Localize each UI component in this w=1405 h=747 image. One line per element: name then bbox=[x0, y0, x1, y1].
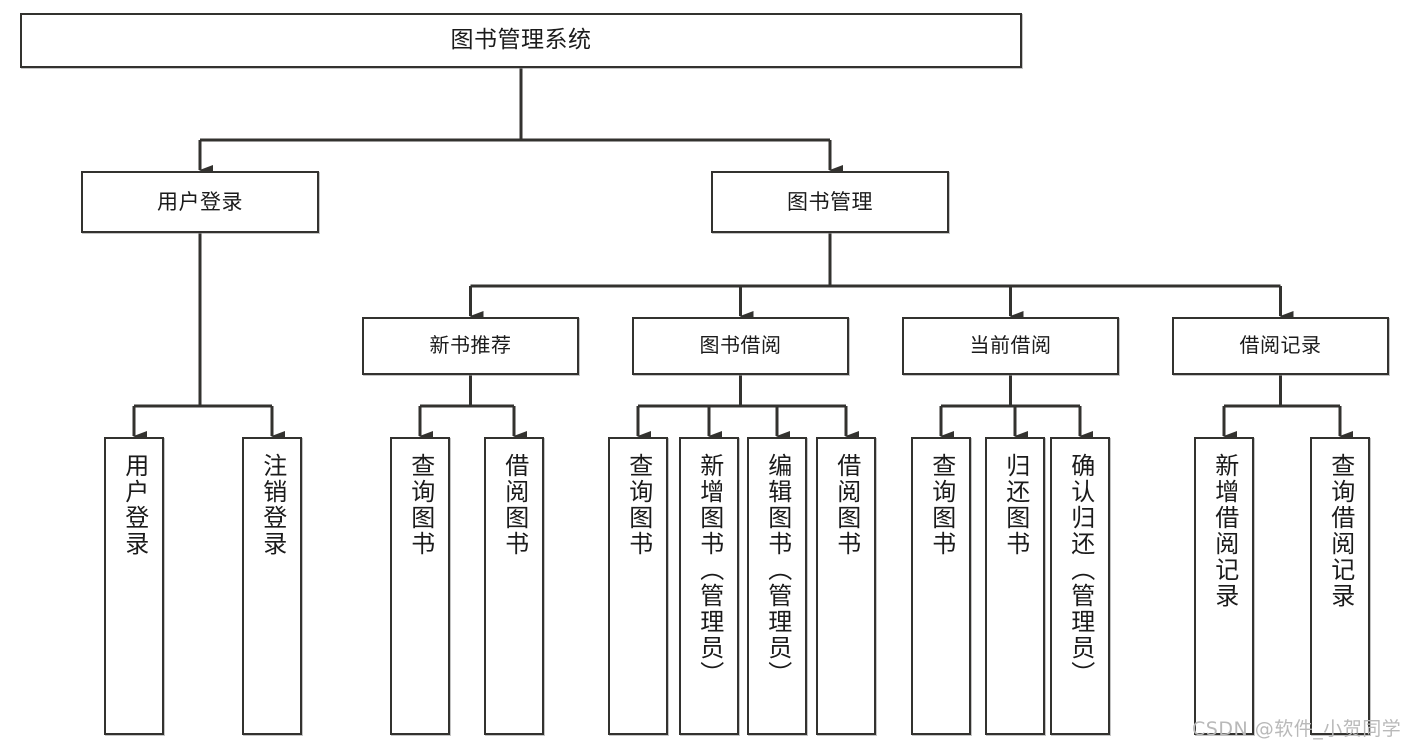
node-label: 图书管理系统 bbox=[450, 26, 592, 53]
node-l10[interactable]: 归还图书 bbox=[985, 437, 1045, 735]
node-l1[interactable]: 用户登录 bbox=[104, 437, 164, 735]
edge-group bbox=[132, 68, 1353, 442]
node-l12[interactable]: 新增借阅记录 bbox=[1194, 437, 1254, 735]
node-label: 用户登录 bbox=[157, 189, 243, 214]
node-label: 查询图书 bbox=[406, 453, 435, 557]
node-l8[interactable]: 借阅图书 bbox=[816, 437, 876, 735]
node-n3d[interactable]: 借阅记录 bbox=[1172, 317, 1389, 375]
node-label: 借阅图书 bbox=[500, 453, 529, 557]
node-n3a[interactable]: 新书推荐 bbox=[362, 317, 579, 375]
node-l11[interactable]: 确认归还（管理员） bbox=[1050, 437, 1110, 735]
node-label: 查询借阅记录 bbox=[1326, 453, 1355, 609]
node-label: 借阅图书 bbox=[832, 453, 861, 557]
node-l4[interactable]: 借阅图书 bbox=[484, 437, 544, 735]
node-label: 图书借阅 bbox=[699, 333, 782, 358]
node-l6[interactable]: 新增图书（管理员） bbox=[679, 437, 739, 735]
node-root[interactable]: 图书管理系统 bbox=[20, 13, 1022, 68]
node-n3c[interactable]: 当前借阅 bbox=[902, 317, 1119, 375]
node-label: 当前借阅 bbox=[969, 333, 1052, 358]
node-label: 新增图书（管理员） bbox=[695, 453, 724, 687]
node-label: 新增借阅记录 bbox=[1210, 453, 1239, 609]
watermark-label: CSDN @软件_小贺同学 bbox=[1192, 718, 1402, 740]
node-label: 借阅记录 bbox=[1239, 333, 1322, 358]
node-n2b[interactable]: 图书管理 bbox=[711, 171, 949, 233]
node-label: 用户登录 bbox=[120, 453, 149, 557]
node-l7[interactable]: 编辑图书（管理员） bbox=[747, 437, 807, 735]
node-label: 查询图书 bbox=[624, 453, 653, 557]
node-label: 确认归还（管理员） bbox=[1066, 453, 1095, 687]
node-label: 注销登录 bbox=[258, 453, 287, 557]
node-l9[interactable]: 查询图书 bbox=[911, 437, 971, 735]
node-l13[interactable]: 查询借阅记录 bbox=[1310, 437, 1370, 735]
node-l2[interactable]: 注销登录 bbox=[242, 437, 302, 735]
node-label: 新书推荐 bbox=[429, 333, 512, 358]
node-label: 归还图书 bbox=[1001, 453, 1030, 557]
node-l3[interactable]: 查询图书 bbox=[390, 437, 450, 735]
node-n3b[interactable]: 图书借阅 bbox=[632, 317, 849, 375]
node-l5[interactable]: 查询图书 bbox=[608, 437, 668, 735]
node-n2a[interactable]: 用户登录 bbox=[81, 171, 319, 233]
node-label: 图书管理 bbox=[787, 189, 873, 214]
node-label: 查询图书 bbox=[927, 453, 956, 557]
node-label: 编辑图书（管理员） bbox=[763, 453, 792, 687]
